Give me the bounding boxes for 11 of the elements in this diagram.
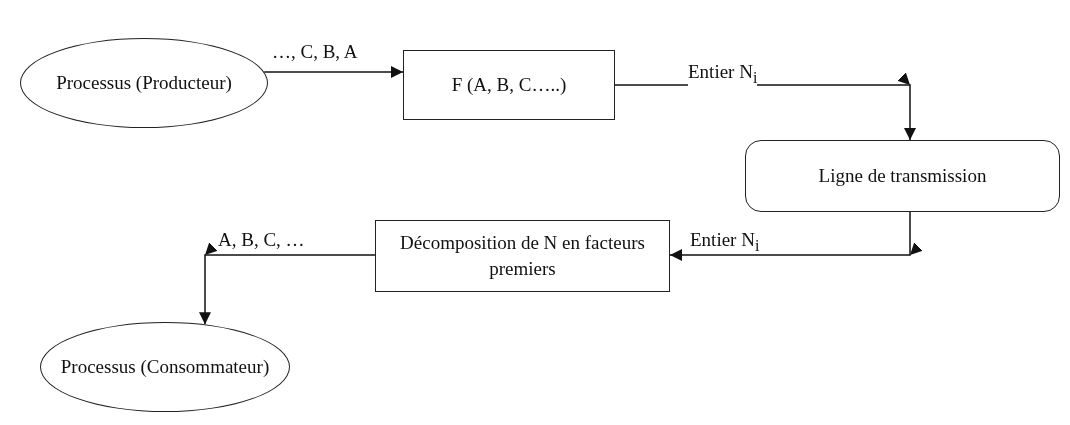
arrow — [669, 211, 922, 261]
process-ellipse: Processus (Producteur) — [20, 38, 268, 128]
process-box: Décomposition de N en facteurs premiers — [375, 220, 670, 292]
edge-label: A, B, C, … — [218, 230, 305, 249]
edge-label: …, C, B, A — [272, 42, 358, 61]
process-box: F (A, B, C…..) — [403, 50, 615, 120]
process-ellipse: Processus (Consommateur) — [40, 322, 290, 412]
edge-label: Entier N$_{i}$ — [690, 230, 760, 254]
edge-label: Entier N$_{i}$ — [688, 62, 758, 86]
rounded-box: Ligne de transmission — [745, 140, 1060, 212]
arrow — [199, 243, 376, 326]
